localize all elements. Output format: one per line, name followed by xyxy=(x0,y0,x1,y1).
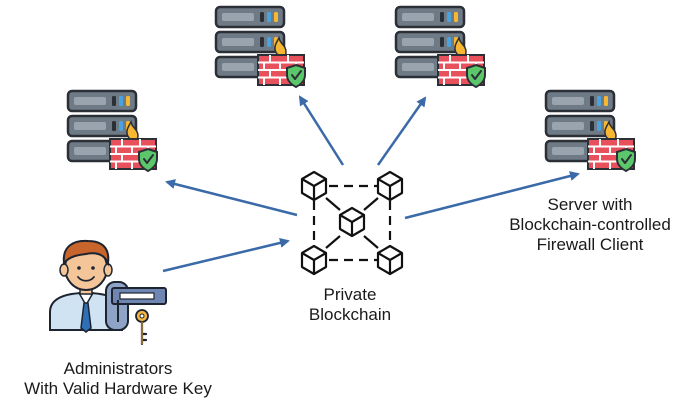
server-label-line-2: Blockchain-controlled xyxy=(509,215,671,234)
server-rack-icon xyxy=(544,89,637,173)
server-label-line-3: Firewall Client xyxy=(536,235,644,254)
arrows xyxy=(162,95,580,273)
blockchain-cubes-icon xyxy=(300,170,404,276)
arrow-to-right-server xyxy=(404,171,580,220)
arrow-to-top-left-server xyxy=(298,95,345,166)
server-rack-icon xyxy=(66,89,159,173)
blockchain-label: Private Blockchain xyxy=(290,285,410,325)
admin-label: Administrators With Valid Hardware Key xyxy=(0,359,236,399)
hardware-key-icon xyxy=(105,281,167,346)
admin-label-line-2: With Valid Hardware Key xyxy=(24,379,212,398)
server-label-line-1: Server with xyxy=(547,195,633,214)
server-rack-icon xyxy=(214,5,307,89)
server-label: Server with Blockchain-controlled Firewa… xyxy=(490,195,690,255)
admin-label-line-1: Administrators xyxy=(63,359,173,378)
arrow-to-left-server xyxy=(165,179,298,217)
arrow-from-admin xyxy=(162,238,290,273)
blockchain-label-line-2: Blockchain xyxy=(308,305,392,324)
blockchain-label-line-1: Private xyxy=(323,285,377,304)
arrow-to-top-right-server xyxy=(376,96,427,166)
server-rack-icon xyxy=(394,5,487,89)
